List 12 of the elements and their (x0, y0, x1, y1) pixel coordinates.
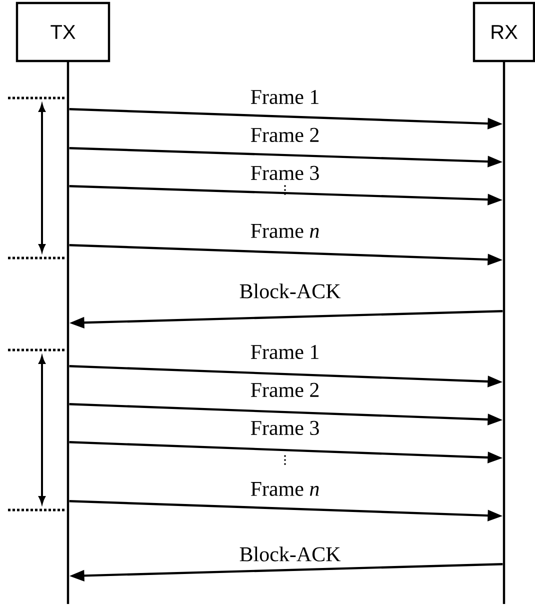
lifeline-box: TX (16, 2, 110, 62)
edge-label: Block-ACK (238, 546, 342, 562)
edge-label: Frame n (250, 224, 320, 238)
edge-label: Frame 2 (250, 382, 320, 398)
edge-label: Frame 2 (250, 127, 320, 143)
edge-label: Frame 1 (250, 344, 320, 360)
edge-label: Block-ACK (238, 283, 342, 299)
edge-label: Frame 3 (250, 165, 320, 181)
edge-label: Frame 3 (250, 420, 320, 436)
lifeline-box: RX (472, 2, 535, 62)
edge-label: Frame 1 (250, 89, 320, 105)
edge-label: Frame n (250, 482, 320, 496)
